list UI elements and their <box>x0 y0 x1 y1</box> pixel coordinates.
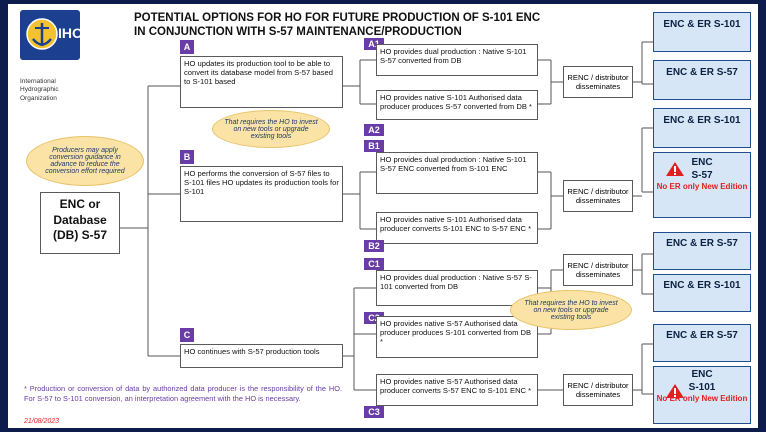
output-warning-4: No ER only New Edition <box>656 182 748 191</box>
output-label-2: ENC & ER S-57 <box>666 67 738 78</box>
sub-option-C1-box: HO provides dual production : Native S-5… <box>376 270 538 306</box>
invest-note-cloud-A: That requires the HO to invest on new to… <box>212 110 330 148</box>
sub-option-A1-text: HO provides dual production : Native S-1… <box>380 47 527 66</box>
source-line3: (DB) S-57 <box>52 228 107 243</box>
sub-option-C3-text: HO provides native S-57 Authorised data … <box>380 377 532 396</box>
footnote: * Production or conversion of data by au… <box>24 384 342 403</box>
output-label-3: ENC & ER S-101 <box>663 115 741 126</box>
tag-B2: B2 <box>364 240 384 252</box>
renc-label-A: RENC / distributor disseminates <box>567 73 629 91</box>
output-title-8b: S-101 <box>688 381 716 393</box>
sub-option-B1-box: HO provides dual production : Native S-1… <box>376 152 538 194</box>
renc-box-B: RENC / distributor disseminates <box>563 180 633 212</box>
renc-label-B: RENC / distributor disseminates <box>567 187 629 205</box>
page-title-line1: POTENTIAL OPTIONS FOR HO FOR FUTURE PROD… <box>134 12 541 24</box>
renc-box-C3: RENC / distributor disseminates <box>563 374 633 406</box>
option-B-box: HO performs the conversion of S-57 files… <box>180 166 343 222</box>
tag-B1: B1 <box>364 140 384 152</box>
org-name: International Hydrographic Organization <box>20 78 59 102</box>
sub-option-A2-text: HO provides native S-101 Authorised data… <box>380 93 532 112</box>
sub-option-C1-text: HO provides dual production : Native S-5… <box>380 273 532 292</box>
slide-canvas: IHO International Hydrographic Organizat… <box>8 4 758 428</box>
renc-label-C1: RENC / distributor disseminates <box>567 261 629 279</box>
source-line1: ENC or <box>59 197 101 211</box>
output-label-7: ENC & ER S-57 <box>666 330 738 341</box>
sub-option-B2-text: HO provides native S-101 Authorised data… <box>380 215 532 234</box>
output-box-7: ENC & ER S-57 <box>653 324 751 362</box>
option-C-text: HO continues with S-57 production tools <box>184 347 320 356</box>
output-label-5: ENC & ER S-57 <box>666 238 738 249</box>
output-box-5: ENC & ER S-57 <box>653 232 751 270</box>
date-stamp: 21/08/2023 <box>24 418 60 425</box>
producer-note-cloud: Producers may apply conversion guidance … <box>26 136 144 186</box>
warning-icon <box>666 384 684 398</box>
renc-label-C3: RENC / distributor disseminates <box>567 381 629 399</box>
output-label-6: ENC & ER S-101 <box>663 280 741 291</box>
option-A-text: HO updates its production tool to be abl… <box>184 59 334 87</box>
source-line2: Database <box>53 212 107 227</box>
tag-C: C <box>180 328 194 342</box>
sub-option-C2-text: HO provides native S-57 Authorised data … <box>380 319 532 347</box>
sub-option-B1-text: HO provides dual production : Native S-1… <box>380 155 527 174</box>
output-box-6: ENC & ER S-101 <box>653 274 751 312</box>
tag-A: A <box>180 40 194 54</box>
output-box-1: ENC & ER S-101 <box>653 12 751 52</box>
output-title-8a: ENC <box>691 369 713 380</box>
renc-box-A: RENC / distributor disseminates <box>563 66 633 98</box>
sub-option-A2-box: HO provides native S-101 Authorised data… <box>376 90 538 120</box>
output-title-4a: ENC <box>691 157 713 168</box>
tag-C3: C3 <box>364 406 384 418</box>
sub-option-C3-box: HO provides native S-57 Authorised data … <box>376 374 538 406</box>
output-box-8: ENC S-101 No ER only New Edition <box>653 366 751 424</box>
sub-option-B2-box: HO provides native S-101 Authorised data… <box>376 212 538 244</box>
anchor-emblem-icon <box>26 18 58 50</box>
output-label-1: ENC & ER S-101 <box>663 19 741 30</box>
output-warning-8: No ER only New Edition <box>656 394 748 403</box>
output-box-3: ENC & ER S-101 <box>653 108 751 148</box>
producer-note-text: Producers may apply conversion guidance … <box>45 147 125 175</box>
invest-note-text-C: That requires the HO to invest on new to… <box>524 299 618 321</box>
iho-brand: IHO <box>58 25 83 41</box>
tag-C1: C1 <box>364 258 384 270</box>
option-B-text: HO performs the conversion of S-57 files… <box>184 169 339 197</box>
renc-box-C1: RENC / distributor disseminates <box>563 254 633 286</box>
output-box-2: ENC & ER S-57 <box>653 60 751 100</box>
option-A-box: HO updates its production tool to be abl… <box>180 56 343 108</box>
sub-option-C2-box: HO provides native S-57 Authorised data … <box>376 316 538 358</box>
invest-note-text-A: That requires the HO to invest on new to… <box>224 118 318 140</box>
warning-icon <box>666 162 684 176</box>
source-box: ENC or Database (DB) S-57 <box>40 192 120 254</box>
invest-note-cloud-C: That requires the HO to invest on new to… <box>510 290 632 330</box>
tag-B: B <box>180 150 194 164</box>
page-title-line2: IN CONJUNCTION WITH S-57 MAINTENANCE/PRO… <box>134 26 462 38</box>
option-C-box: HO continues with S-57 production tools <box>180 344 343 368</box>
output-box-4: ENC S-57 No ER only New Edition <box>653 152 751 218</box>
sub-option-A1-box: HO provides dual production : Native S-1… <box>376 44 538 76</box>
output-title-4b: S-57 <box>691 169 713 181</box>
tag-A2: A2 <box>364 124 384 136</box>
iho-logo: IHO <box>20 10 83 60</box>
